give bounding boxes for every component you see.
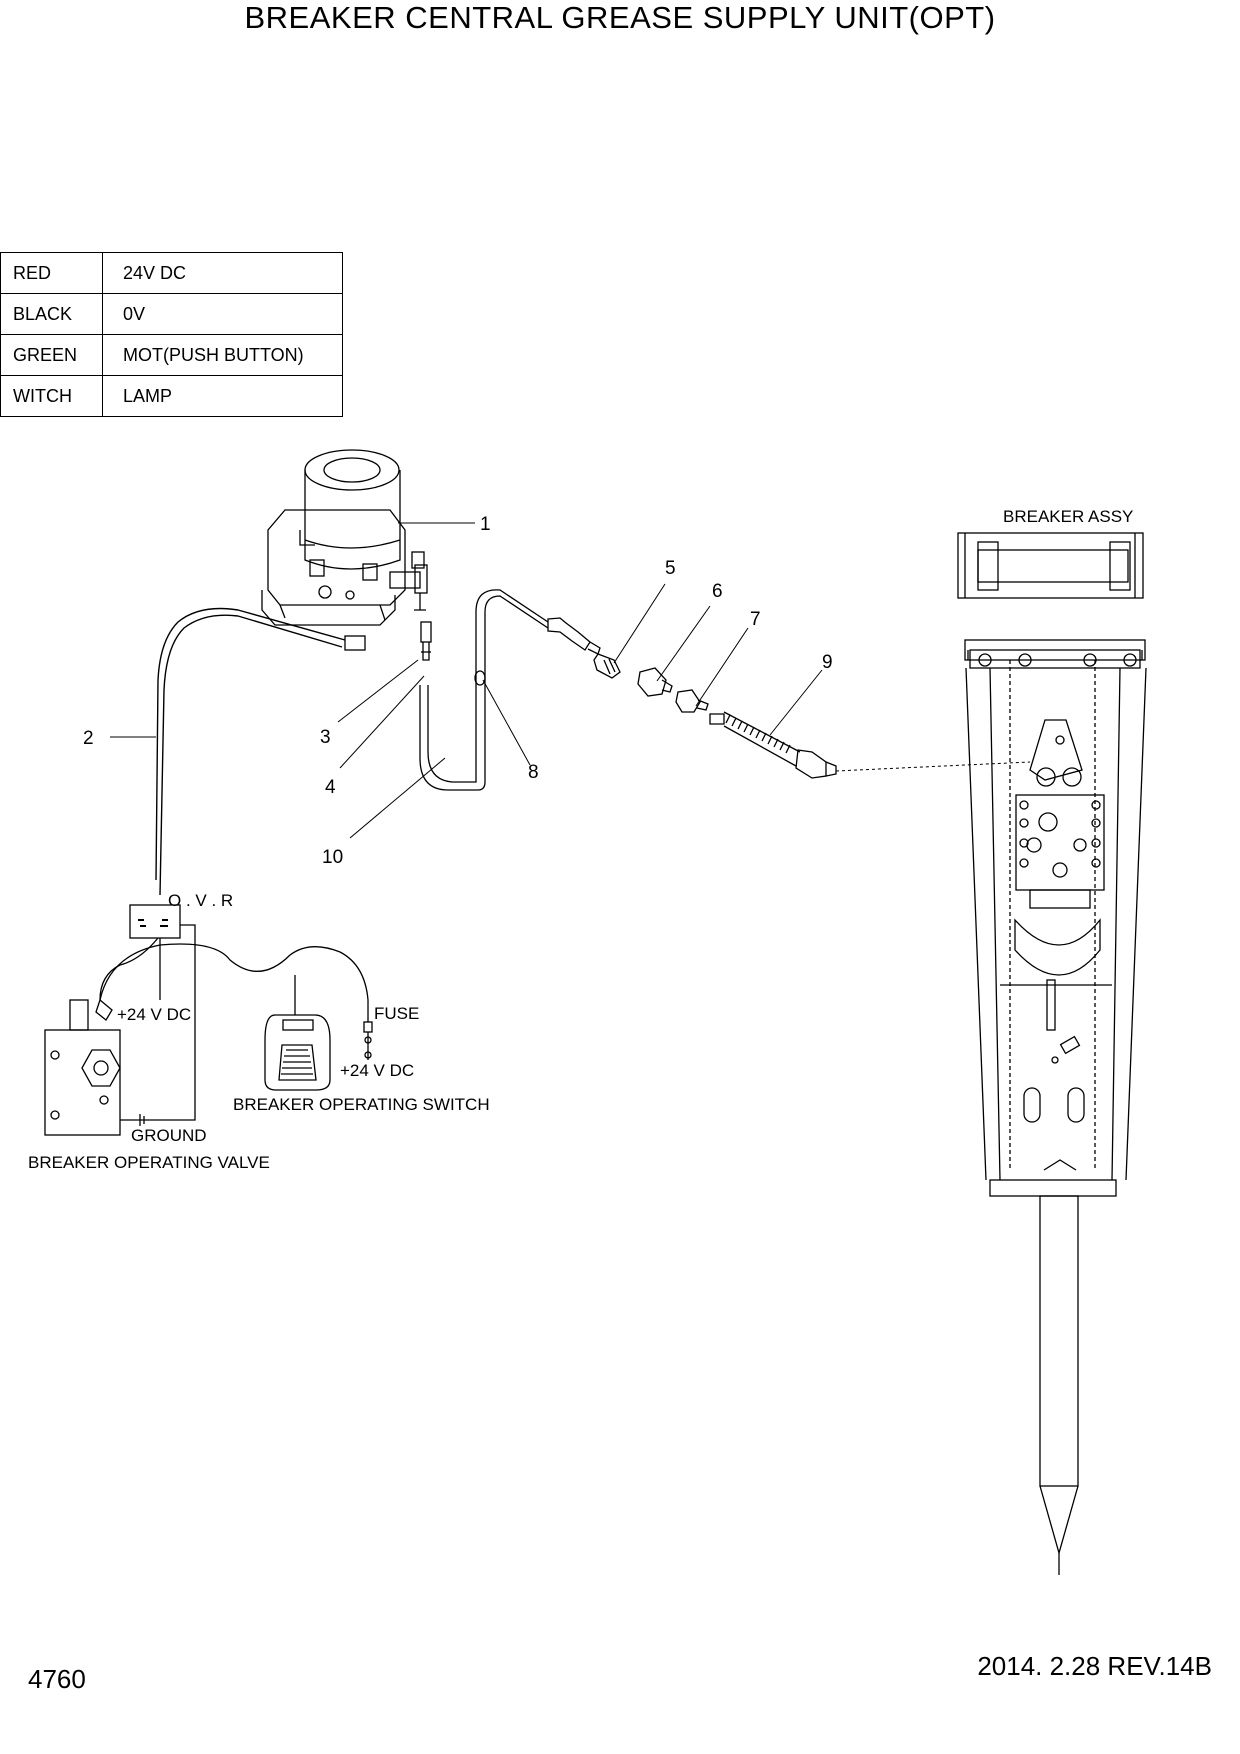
valve-voltage-label: +24 V DC — [117, 1005, 191, 1024]
switch-label: BREAKER OPERATING SWITCH — [233, 1095, 490, 1114]
grease-tubes — [419, 589, 601, 791]
breaker-assembly — [957, 532, 1147, 1575]
callout-6: 6 — [712, 581, 723, 602]
ground-label: GROUND — [131, 1126, 207, 1145]
callout-numbers: 1 2 3 4 5 6 7 8 9 10 — [83, 514, 833, 868]
breaker-assy-label: BREAKER ASSY — [1003, 507, 1133, 526]
switch-voltage-label: +24 V DC — [340, 1061, 414, 1080]
callout-5: 5 — [665, 558, 676, 579]
grease-hose — [709, 711, 1031, 779]
leader-lines — [110, 522, 823, 839]
revision-date: 2014. 2.28 REV.14B — [977, 1651, 1212, 1681]
wire-color-table: RED 24V DC BLACK 0V GREEN MOT(PUSH BUTTO… — [0, 252, 343, 417]
breaker-operating-valve — [44, 998, 145, 1136]
wire-signal: MOT(PUSH BUTTON) — [102, 334, 343, 376]
table-row: WITCH LAMP — [0, 375, 343, 417]
grease-pump — [261, 449, 432, 661]
switch-wiring — [99, 943, 373, 1060]
table-row: GREEN MOT(PUSH BUTTON) — [0, 334, 343, 376]
callout-9: 9 — [822, 652, 833, 673]
wire-color: BLACK — [0, 293, 103, 335]
page-number: 4760 — [28, 1664, 86, 1694]
wire-signal: 24V DC — [102, 252, 343, 294]
page-title: BREAKER CENTRAL GREASE SUPPLY UNIT(OPT) — [244, 0, 996, 35]
wire-color: GREEN — [0, 334, 103, 376]
wire-color: WITCH — [0, 375, 103, 417]
valve-label: BREAKER OPERATING VALVE — [28, 1153, 270, 1172]
wire-signal: LAMP — [102, 375, 343, 417]
table-row: RED 24V DC — [0, 252, 343, 294]
fittings — [593, 653, 709, 713]
wire-harness — [155, 607, 366, 896]
callout-1: 1 — [480, 514, 491, 535]
callout-4: 4 — [325, 777, 336, 798]
wire-color: RED — [0, 252, 103, 294]
callout-7: 7 — [750, 609, 761, 630]
ovr-label: O . V . R — [168, 891, 233, 910]
callout-3: 3 — [320, 727, 331, 748]
diagram-labels: BREAKER ASSY O . V . R +24 V DC FUSE +24… — [28, 507, 1133, 1172]
callout-8: 8 — [528, 762, 539, 783]
fuse-label: FUSE — [374, 1004, 419, 1023]
callout-2: 2 — [83, 728, 94, 749]
callout-10: 10 — [322, 847, 343, 868]
breaker-operating-switch — [264, 1014, 331, 1091]
ovr-relay — [99, 904, 196, 1121]
